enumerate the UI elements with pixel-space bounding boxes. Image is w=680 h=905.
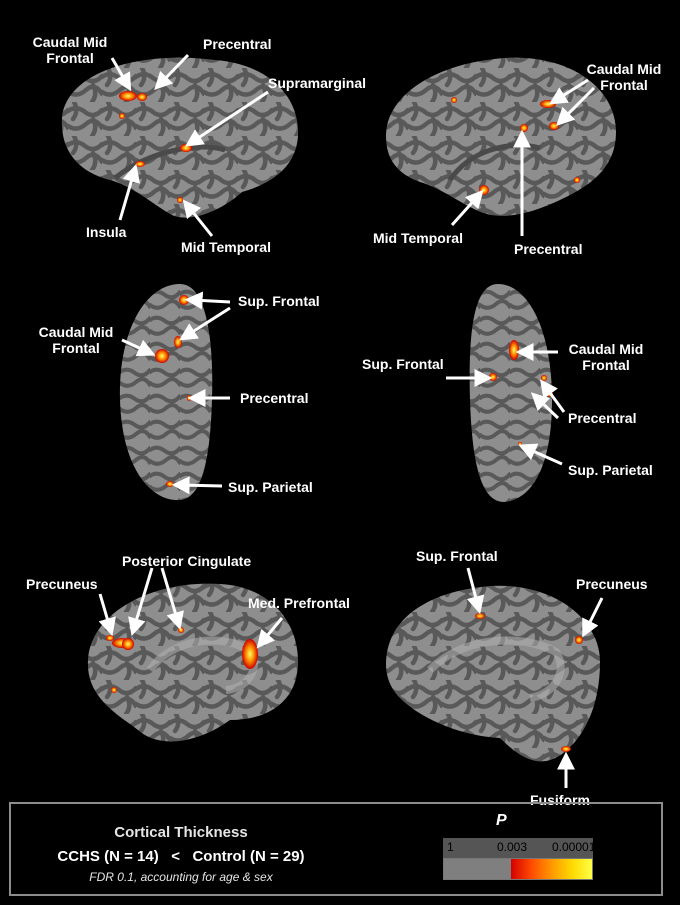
colorscale-tick-0003: 0.003	[497, 840, 528, 854]
brain-right-lateral	[386, 57, 616, 216]
legend-title: Cortical Thickness	[114, 824, 248, 841]
label-sup-parietal-dorsal-right: Sup. Parietal	[568, 462, 653, 478]
label-fusiform: Fusiform	[530, 792, 590, 808]
label-insula: Insula	[86, 224, 127, 240]
label-sup-frontal-dorsal-left: Sup. Frontal	[238, 293, 320, 309]
label-sup-frontal-medial-right: Sup. Frontal	[416, 548, 498, 564]
colorscale-significant-gradient	[511, 859, 592, 879]
label-mid-temporal-lateral-left: Mid Temporal	[181, 239, 271, 255]
label-caudal-mid-frontal-lateral-right: Caudal Mid Frontal	[586, 61, 662, 93]
label-caudal-mid-frontal-lateral-left: Caudal Mid Frontal	[32, 34, 108, 66]
label-sup-frontal-dorsal-right: Sup. Frontal	[362, 356, 444, 372]
colorscale-tick-strip	[443, 838, 593, 858]
label-caudal-mid-frontal-dorsal-right: Caudal Mid Frontal	[568, 341, 644, 373]
label-precentral-lateral-left: Precentral	[203, 36, 272, 52]
label-precentral-lateral-right: Precentral	[514, 241, 583, 257]
label-sup-parietal-dorsal-left: Sup. Parietal	[228, 479, 313, 495]
brain-left-lateral	[61, 57, 299, 218]
label-arrows	[98, 53, 604, 788]
colorscale-p-label: P	[496, 812, 507, 829]
legend-note: FDR 0.1, accounting for age & sex	[89, 870, 273, 884]
brain-right-dorsal	[469, 284, 552, 502]
label-supramarginal: Supramarginal	[268, 75, 367, 91]
label-precuneus-medial-right: Precuneus	[576, 576, 648, 592]
colorscale-tick-1: 1	[447, 840, 454, 854]
label-precuneus-medial-left: Precuneus	[26, 576, 98, 592]
brain-left-dorsal	[119, 284, 213, 501]
brain-right-medial	[386, 585, 600, 762]
label-precentral-dorsal-right: Precentral	[568, 410, 637, 426]
label-precentral-dorsal-left: Precentral	[240, 390, 309, 406]
colorscale-tick-000001: 0.00001	[552, 840, 596, 854]
label-posterior-cingulate: Posterior Cingulate	[122, 553, 252, 569]
label-mid-temporal-lateral-right: Mid Temporal	[373, 230, 463, 246]
colorscale-bar	[443, 858, 593, 880]
label-caudal-mid-frontal-dorsal-left: Caudal Mid Frontal	[38, 324, 114, 356]
colorscale-nonsignificant	[444, 859, 511, 879]
legend-comparison: CCHS (N = 14) < Control (N = 29)	[57, 848, 305, 865]
legend-box: Cortical Thickness CCHS (N = 14) < Contr…	[9, 802, 663, 896]
label-med-prefrontal: Med. Prefrontal	[248, 595, 350, 611]
